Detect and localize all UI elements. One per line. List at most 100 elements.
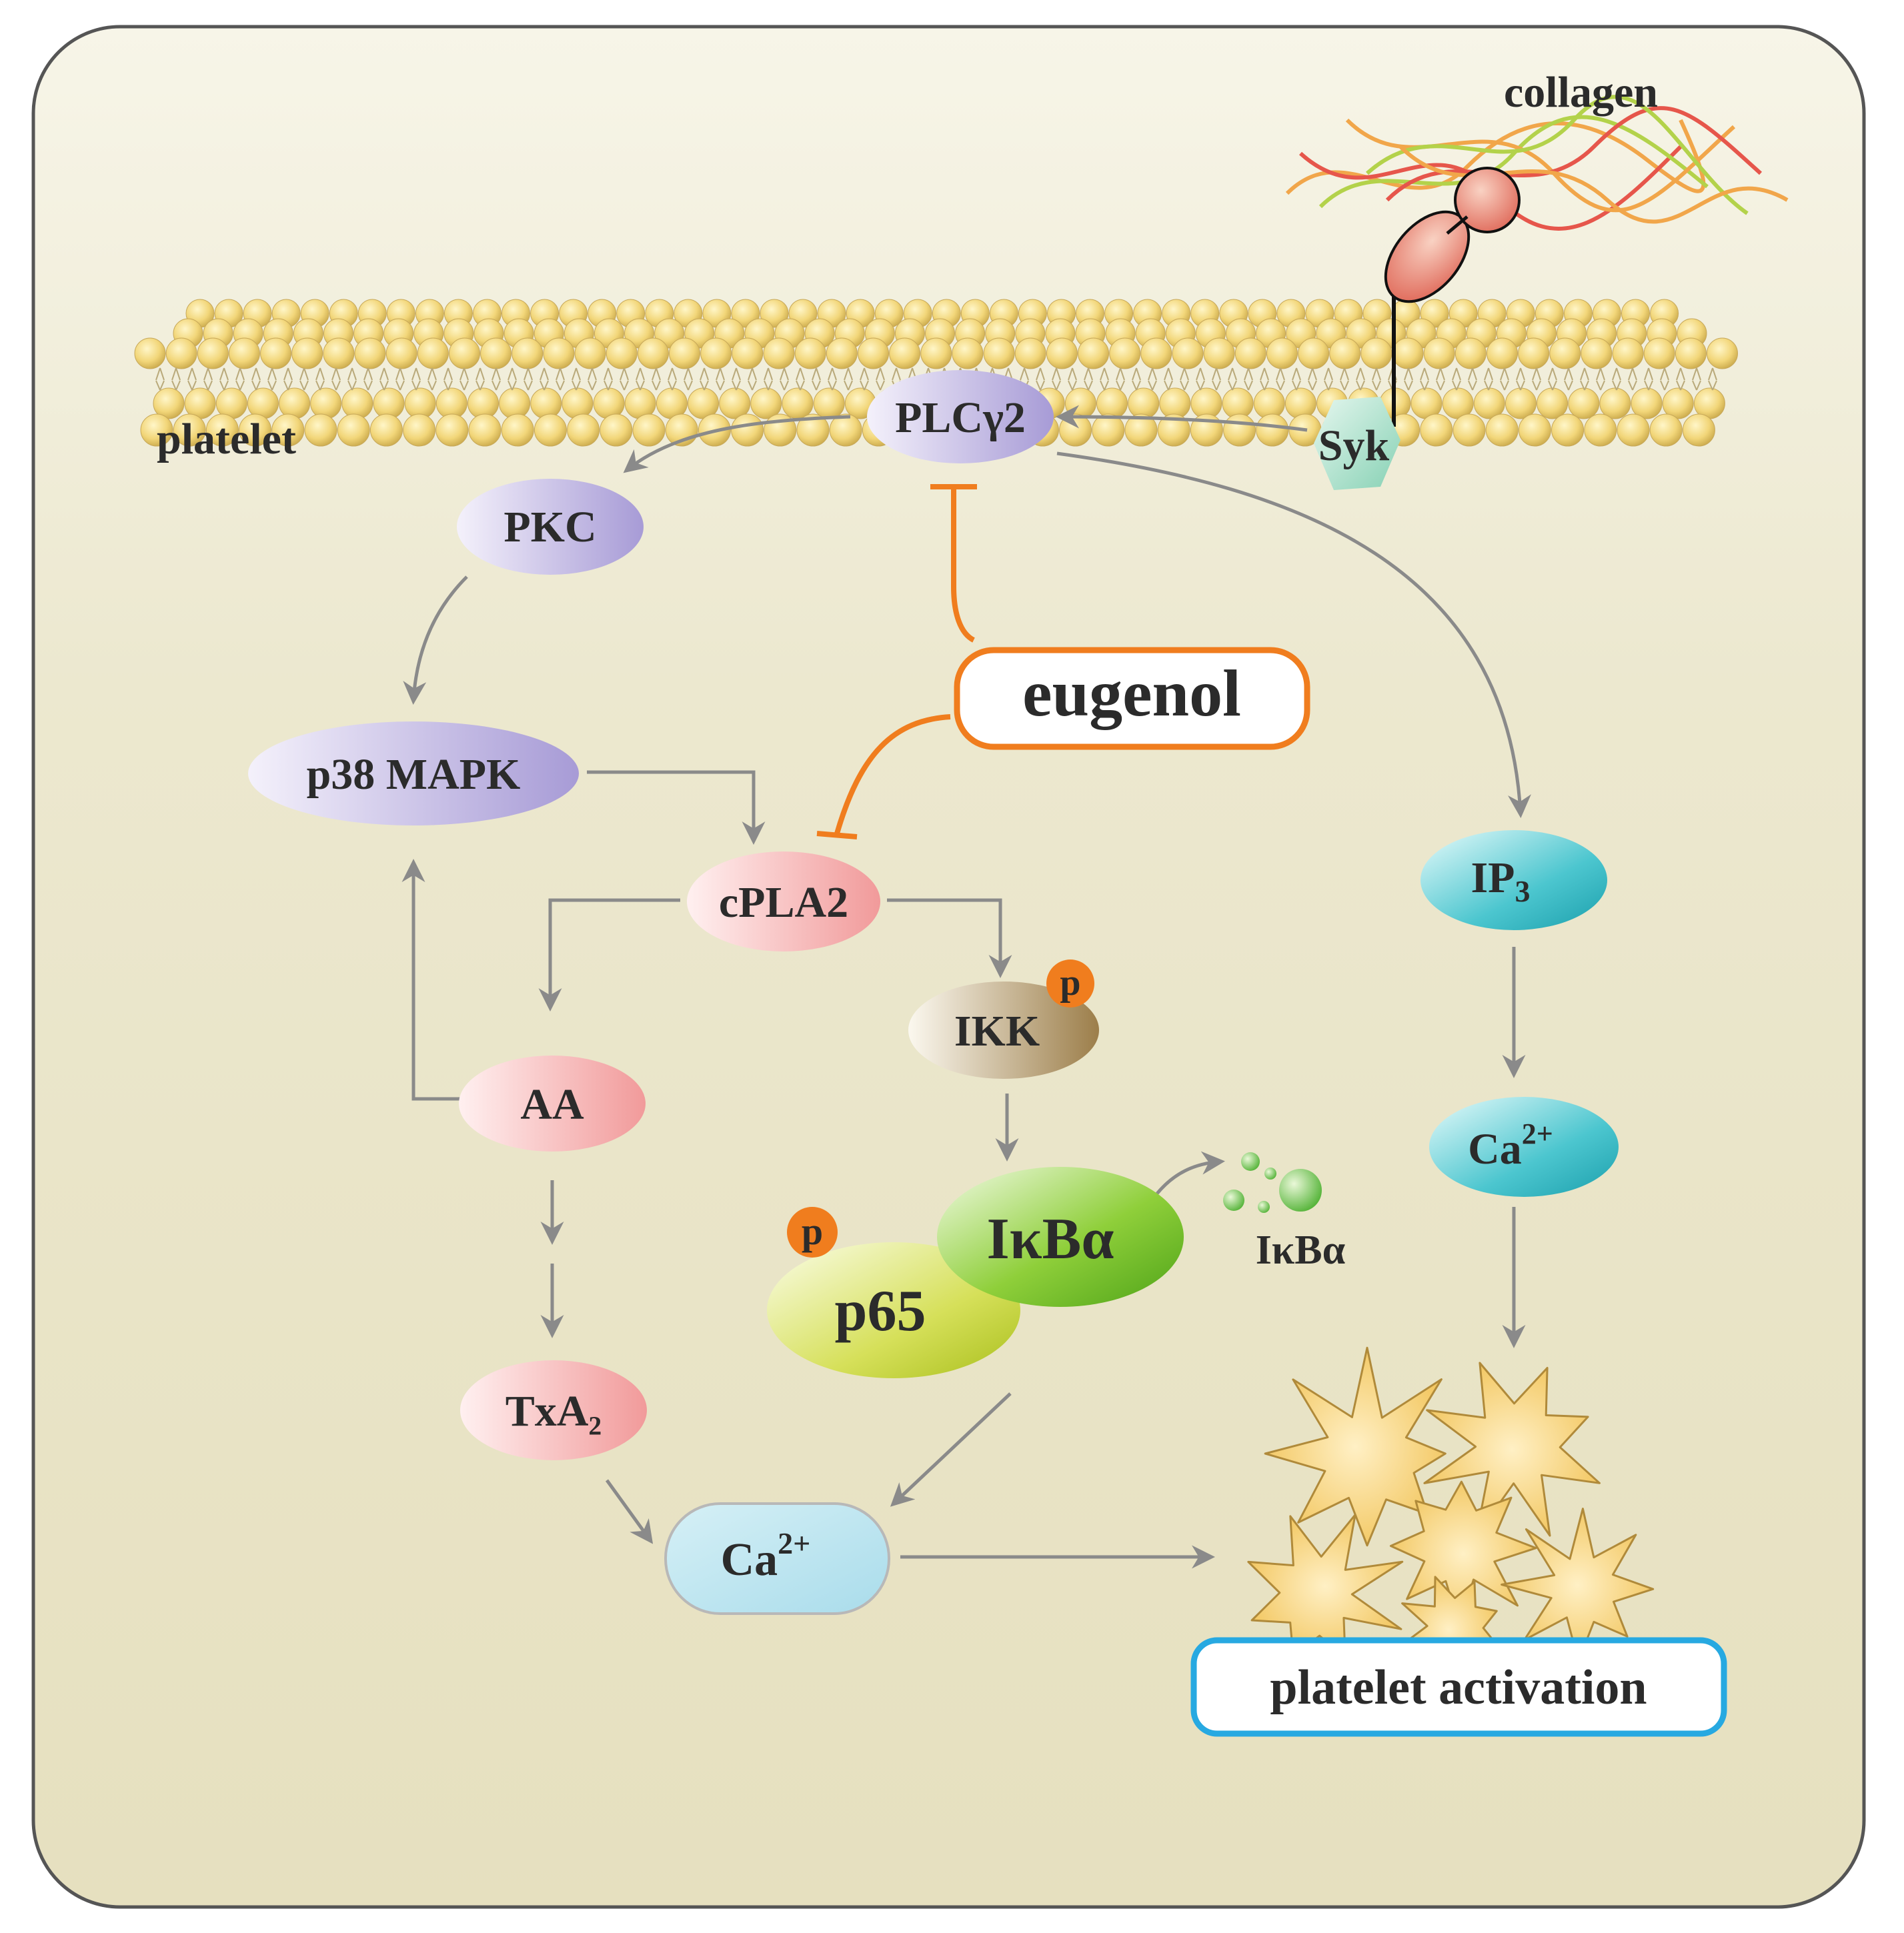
lipid-tail (636, 367, 645, 391)
lipid-head (134, 337, 166, 369)
lipid-head (813, 387, 845, 419)
lipid-tail (684, 367, 693, 391)
lipid-head (468, 413, 502, 447)
lipid-head (1568, 387, 1600, 419)
lipid-head (403, 413, 436, 447)
lipid-head (600, 413, 633, 447)
lipid-head (1549, 337, 1581, 369)
cpla2-label: cPLA2 (719, 878, 848, 927)
lipid-tail (267, 367, 277, 391)
lipid-tail (1340, 367, 1349, 391)
lipid-tail (572, 367, 581, 391)
lipid-head (1649, 413, 1683, 447)
lipid-tail (748, 367, 757, 391)
lipid-tail (379, 367, 389, 391)
lipid-tail (844, 367, 853, 391)
eugenol-inhibition-lines (816, 484, 977, 839)
lipid-head (1298, 337, 1330, 369)
lipid-tail (1548, 367, 1557, 391)
lipid-tail (1644, 367, 1653, 391)
lipid-head (567, 413, 600, 447)
lipid-head (1612, 337, 1644, 369)
pkc-label: PKC (504, 503, 596, 551)
ikba-label: IκBα (987, 1207, 1114, 1272)
aa-label: AA (520, 1080, 584, 1129)
lipid-tail (1420, 367, 1429, 391)
lipid-head (501, 413, 534, 447)
lipid-head (1617, 413, 1650, 447)
lipid-tail (1292, 367, 1301, 391)
p65-node: p65 (767, 1242, 1020, 1378)
lipid-bilayer-membrane (134, 299, 1738, 447)
lipid-tail (1404, 367, 1413, 391)
lipid-head (1662, 387, 1694, 419)
lipid-head (889, 337, 921, 369)
lipid-head (205, 413, 239, 447)
p38-mapk-node: p38 MAPK (248, 721, 579, 825)
lipid-head (1172, 337, 1204, 369)
lipid-head (173, 413, 206, 447)
plcg2-node: PLCγ2 (867, 370, 1054, 463)
lipid-head (530, 387, 562, 419)
lipid-head (1485, 413, 1519, 447)
lipid-head (1014, 337, 1046, 369)
lipid-head (435, 413, 469, 447)
lipid-head (794, 337, 826, 369)
plcg2-label: PLCγ2 (895, 393, 1026, 442)
ip3-subscript: 3 (1515, 874, 1531, 908)
lipid-head (952, 337, 984, 369)
lipid-tail (716, 367, 725, 391)
ca-bottom-label: Ca (721, 1534, 778, 1586)
lipid-head (637, 337, 669, 369)
lipid-tail (1276, 367, 1285, 391)
lipid-head (920, 337, 952, 369)
lipid-head (512, 337, 544, 369)
lipid-head (1157, 413, 1190, 447)
lipid-head (1584, 413, 1617, 447)
lipid-tail (492, 367, 501, 391)
lipid-tail (1228, 367, 1237, 391)
lipid-tail (1596, 367, 1605, 391)
ikk-label: IKK (954, 1007, 1040, 1056)
lipid-head (1096, 387, 1128, 419)
lipid-tail (1436, 367, 1445, 391)
lipid-tail (892, 367, 901, 391)
lipid-head (310, 387, 342, 419)
ca-bottom-node: Ca2+ (664, 1502, 890, 1615)
lipid-head (239, 413, 272, 447)
lipid-tail (1036, 367, 1045, 391)
lipid-tail (1196, 367, 1205, 391)
lipid-tail (812, 367, 821, 391)
cpla2-node: cPLA2 (687, 851, 880, 951)
platelet-label: platelet (157, 415, 296, 463)
lipid-head (323, 337, 355, 369)
lipid-tail (1180, 367, 1189, 391)
syk-node: Syk (1314, 397, 1400, 490)
lipid-tail (1692, 367, 1701, 391)
lipid-head (1537, 387, 1569, 419)
lipid-tail (1660, 367, 1669, 391)
lipid-tail (764, 367, 773, 391)
lipid-head (304, 413, 337, 447)
ip3-label: IP (1471, 853, 1515, 902)
txa2-label: TxA₂ (506, 1387, 602, 1436)
ikba-node: IκBα (937, 1167, 1184, 1307)
lipid-head (291, 337, 323, 369)
p65-label: p65 (835, 1279, 926, 1344)
ikba-free-label: IκBα (1256, 1228, 1346, 1273)
lipid-tail (1212, 367, 1221, 391)
collagen-label: collagen (1504, 68, 1658, 117)
lipid-head (983, 337, 1015, 369)
lipid-head (1223, 413, 1256, 447)
p38-mapk-label: p38 MAPK (307, 750, 521, 799)
lipid-head (228, 337, 260, 369)
lipid-tail (1532, 367, 1541, 391)
lipid-head (700, 337, 732, 369)
lipid-tail (363, 367, 373, 391)
lipid-head (1675, 337, 1707, 369)
lipid-head (1392, 337, 1424, 369)
lipid-tail (347, 367, 357, 391)
lipid-head (417, 337, 449, 369)
activated-platelet (1501, 1508, 1655, 1662)
lipid-head (1256, 413, 1289, 447)
